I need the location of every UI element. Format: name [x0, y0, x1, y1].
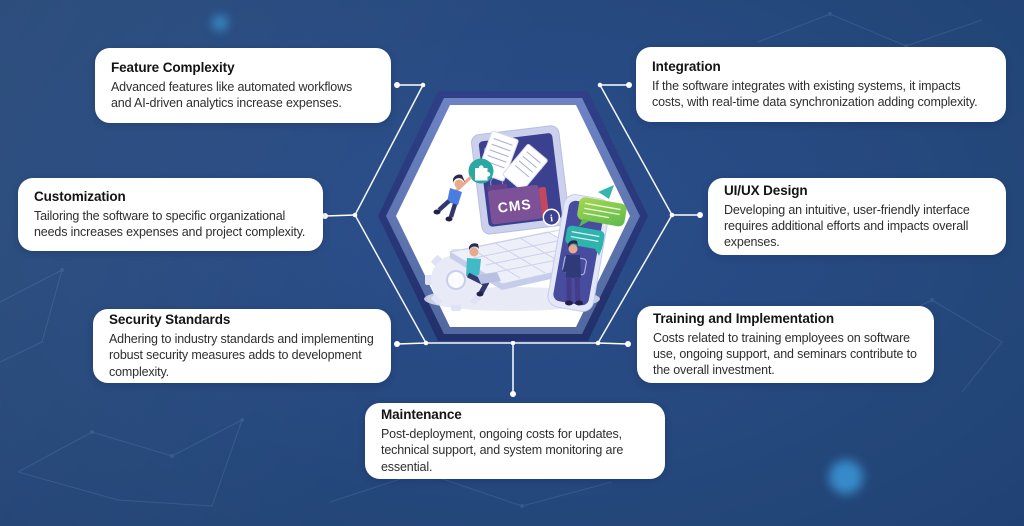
card-body: Costs related to training employees on s…: [653, 330, 917, 378]
cms-illustration: CMS i: [424, 125, 627, 312]
card-title: Maintenance: [381, 407, 462, 423]
card-training-and-implementation: Training and Implementation Costs relate…: [637, 306, 934, 383]
card-title: Feature Complexity: [111, 59, 235, 75]
info-icon-glyph: i: [549, 213, 553, 224]
sitting-person: [466, 243, 501, 297]
standing-person: [562, 240, 583, 306]
chat-bubble-green: [577, 197, 627, 227]
card-uiux-design: UI/UX Design Developing an intuitive, us…: [708, 178, 1006, 255]
glow-dot: [829, 460, 863, 494]
card-maintenance: Maintenance Post-deployment, ongoing cos…: [365, 403, 665, 479]
cms-label: CMS: [497, 196, 533, 216]
cms-folder: CMS i: [487, 183, 561, 227]
card-customization: Customization Tailoring the software to …: [18, 178, 323, 251]
puzzle-icon: [468, 158, 494, 184]
card-body: If the software integrates with existing…: [652, 78, 978, 109]
paper-plane-icon: [598, 185, 614, 199]
connector-lines: [324, 84, 700, 394]
connector-training: [597, 342, 629, 345]
card-title: Training and Implementation: [653, 310, 835, 326]
card-feature-complexity: Feature Complexity Advanced features lik…: [95, 48, 391, 123]
card-title: Customization: [34, 188, 126, 204]
card-body: Developing an intuitive, user-friendly i…: [724, 202, 970, 250]
card-title: Security Standards: [109, 312, 231, 328]
glow-dots: [212, 15, 863, 494]
card-title: Integration: [652, 58, 721, 74]
card-integration: Integration If the software integrates w…: [636, 47, 1006, 122]
card-security-standards: Security Standards Adhering to industry …: [93, 309, 391, 383]
card-body: Post-deployment, ongoing costs for updat…: [381, 427, 624, 474]
info-icon: [542, 208, 561, 227]
connector-security: [396, 342, 427, 345]
card-body: Adhering to industry standards and imple…: [109, 332, 374, 379]
jumping-person: [433, 174, 473, 222]
connector-customization: [324, 214, 356, 217]
connector-dots: [322, 82, 703, 397]
glow-dot: [212, 15, 228, 31]
phone-illustration: [547, 194, 611, 312]
card-body: Advanced features like automated workflo…: [111, 79, 353, 110]
card-title: UI/UX Design: [724, 182, 808, 198]
card-body: Tailoring the software to specific organ…: [34, 208, 306, 239]
